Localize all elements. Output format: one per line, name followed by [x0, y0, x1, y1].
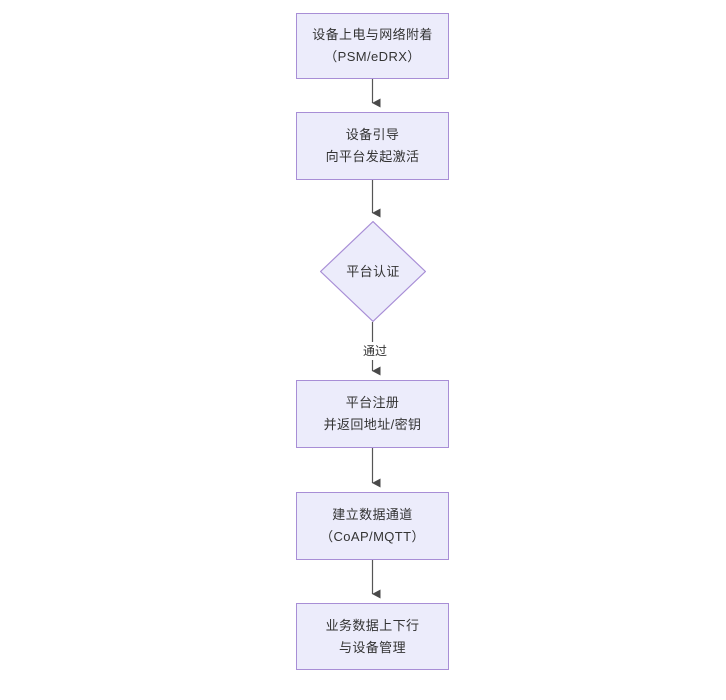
- node-label: 设备引导 向平台发起激活: [325, 127, 420, 164]
- node-label: 建立数据通道 （CoAP/MQTT）: [320, 507, 425, 544]
- edge-label-text: 通过: [362, 344, 387, 358]
- diamond-shape: [320, 221, 426, 322]
- node-platform-registration[interactable]: 平台注册 并返回地址/密钥: [296, 380, 449, 448]
- node-label: 平台注册 并返回地址/密钥: [323, 395, 422, 432]
- node-device-power-on[interactable]: 设备上电与网络附着 （PSM/eDRX）: [296, 13, 449, 79]
- node-business-data-and-device-management[interactable]: 业务数据上下行 与设备管理: [296, 603, 449, 670]
- node-device-bootstrap[interactable]: 设备引导 向平台发起激活: [296, 112, 449, 180]
- node-label: 平台认证: [346, 263, 400, 279]
- node-label: 设备上电与网络附着 （PSM/eDRX）: [312, 27, 433, 64]
- node-label: 业务数据上下行 与设备管理: [325, 617, 420, 655]
- node-platform-authentication[interactable]: 平台认证: [320, 221, 426, 322]
- edge-label-pass: 通过: [354, 342, 396, 360]
- node-establish-data-channel[interactable]: 建立数据通道 （CoAP/MQTT）: [296, 492, 449, 560]
